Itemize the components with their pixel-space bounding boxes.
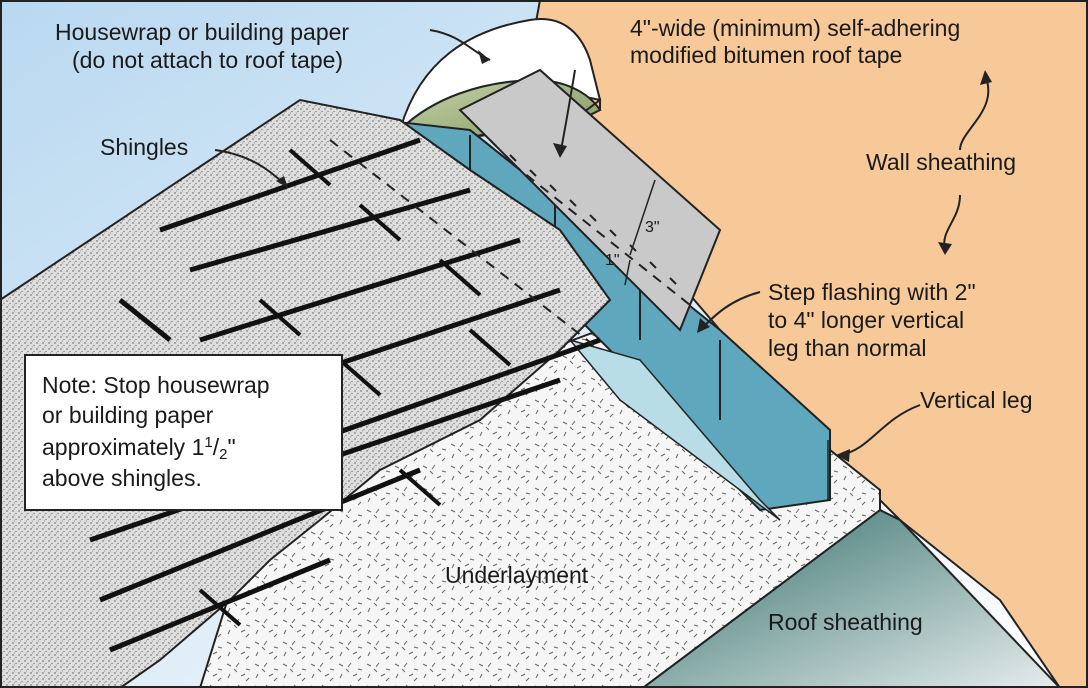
shingles-label: Shingles <box>100 134 188 160</box>
tape-label-line2: modified bitumen roof tape <box>630 42 902 68</box>
wall-sheathing-label: Wall sheathing <box>866 149 1016 175</box>
housewrap-label-line1: Housewrap or building paper <box>55 19 349 45</box>
roof-tape-strip <box>458 68 722 332</box>
dimension-3-label: 3" <box>645 219 660 236</box>
step-flashing-label-line2: to 4" longer vertical <box>768 307 964 333</box>
note-line3: approximately 11/2" <box>42 434 236 463</box>
underlayment-label: Underlayment <box>445 562 589 588</box>
note-box: Note: Stop housewrap or building paper a… <box>24 354 343 511</box>
step-flashing-label-line1: Step flashing with 2" <box>768 279 976 305</box>
step-flashing-label-line3: leg than normal <box>768 335 927 361</box>
tape-label-line1: 4"-wide (minimum) self-adhering <box>630 15 960 41</box>
note-line1: Note: Stop housewrap <box>42 372 270 398</box>
step-flashing-horizontal <box>567 338 781 521</box>
housewrap-label-line2: (do not attach to roof tape) <box>72 47 343 73</box>
note-line2: or building paper <box>42 402 214 428</box>
dimension-1-label: 1" <box>605 252 620 269</box>
dimension-marks <box>624 179 656 286</box>
arrowheads <box>276 50 992 462</box>
vertical-leg-label: Vertical leg <box>920 387 1033 413</box>
note-line4: above shingles. <box>42 465 202 491</box>
roof-sheathing-label: Roof sheathing <box>768 609 923 635</box>
